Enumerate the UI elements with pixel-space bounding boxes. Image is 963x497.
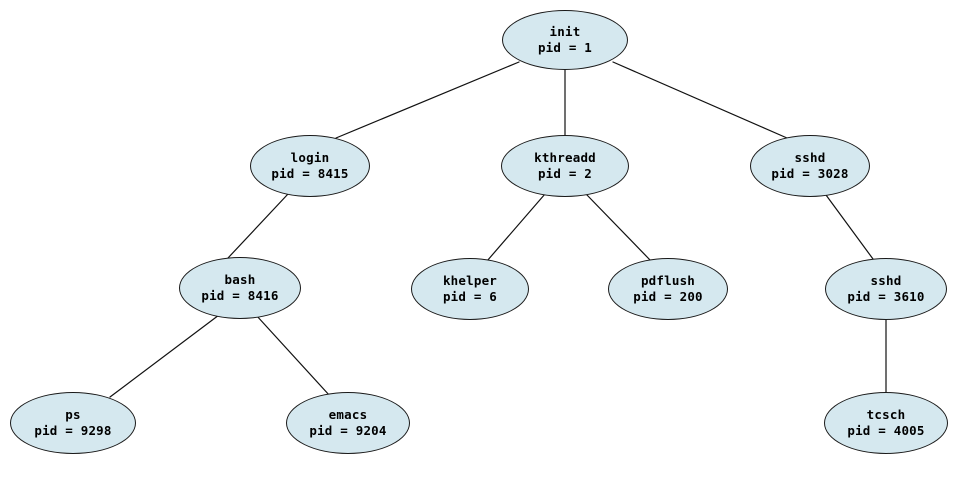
process-name-label: login bbox=[290, 149, 330, 165]
process-name-label: kthreadd bbox=[534, 149, 596, 165]
process-name-label: khelper bbox=[442, 272, 498, 288]
process-pid-label: pid = 3610 bbox=[847, 289, 925, 304]
process-pid-label: pid = 2 bbox=[537, 166, 593, 181]
process-pid-label: pid = 1 bbox=[537, 40, 593, 55]
process-pid-label: pid = 3028 bbox=[771, 166, 849, 181]
process-name-label: init bbox=[549, 23, 581, 39]
process-name-label: emacs bbox=[328, 406, 368, 422]
process-name-label: bash bbox=[224, 271, 256, 287]
process-pid-label: pid = 8416 bbox=[201, 288, 279, 303]
process-pid-label: pid = 200 bbox=[633, 289, 703, 304]
process-name-label: tcsch bbox=[866, 406, 906, 422]
process-name-label: ps bbox=[65, 406, 81, 422]
process-pid-label: pid = 4005 bbox=[847, 423, 925, 438]
process-pid-label: pid = 9298 bbox=[34, 423, 112, 438]
process-name-label: pdflush bbox=[640, 272, 696, 288]
process-pid-label: pid = 8415 bbox=[271, 166, 349, 181]
process-pid-label: pid = 9204 bbox=[309, 423, 387, 438]
process-name-label: sshd bbox=[794, 149, 826, 165]
process-pid-label: pid = 6 bbox=[442, 289, 498, 304]
process-name-label: sshd bbox=[870, 272, 902, 288]
